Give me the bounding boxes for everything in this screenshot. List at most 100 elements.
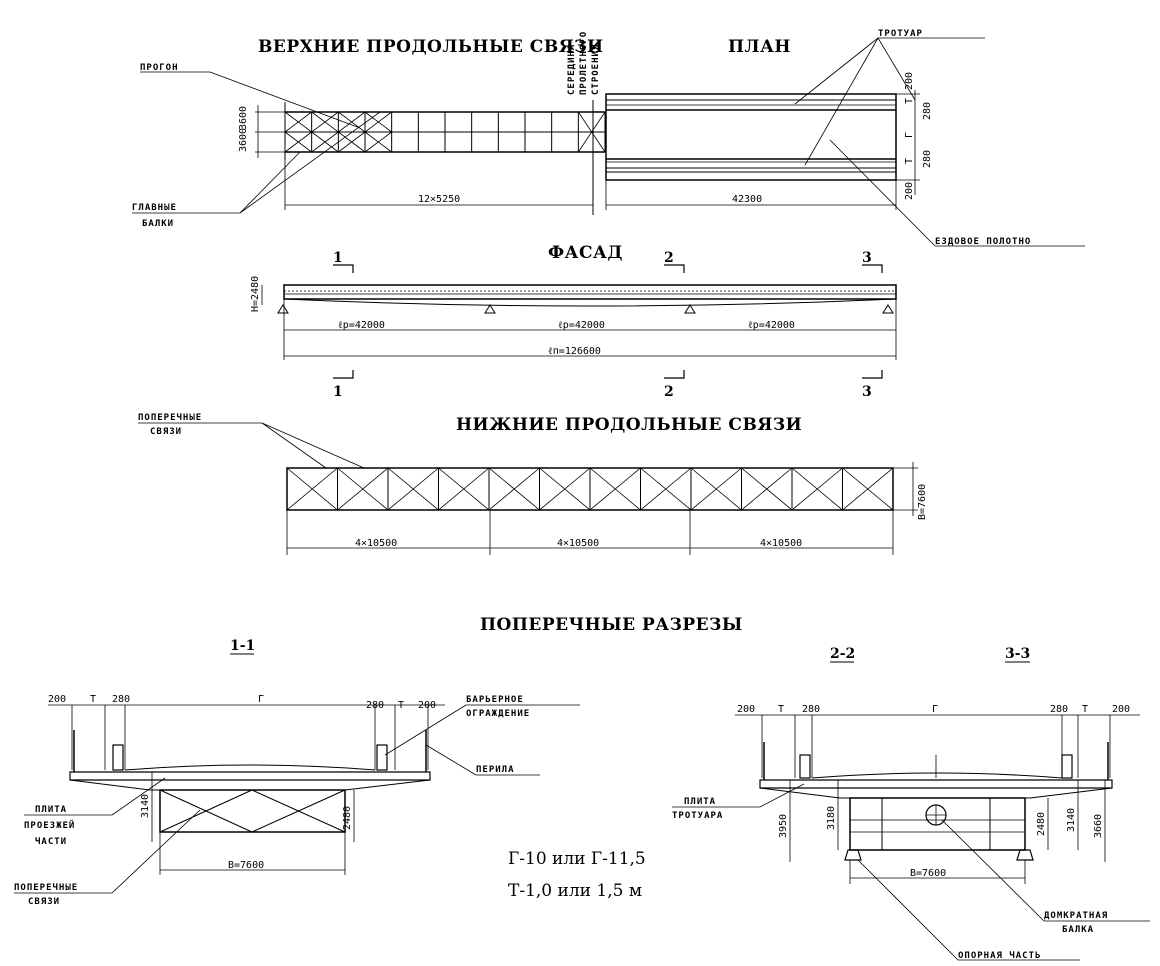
dim-r2: Т	[904, 98, 915, 104]
section-2-2-3-3: 2-2 3-3 200 Т 280 Г 280 Т 200	[672, 646, 1150, 961]
facade-view: H=2480 ℓр=42000 ℓр=42000 ℓр=42000 ℓп=126…	[250, 250, 897, 400]
sec11-label-barrier-1: БАРЬЕРНОЕ	[466, 695, 524, 705]
sec11-label-rail: ПЕРИЛА	[476, 765, 515, 775]
sec11-d3140: 3140	[140, 794, 151, 818]
facade-sec1-bot: 1	[333, 384, 343, 400]
dim-r1: 200	[904, 72, 915, 90]
bb-label-cross-1: ПОПЕРЕЧНЫЕ	[138, 413, 202, 423]
dim-span: 12×5250	[418, 194, 460, 205]
bracing-member	[842, 467, 894, 511]
bottom-bracing-plan: В=7600 4×10500 4×10500 4×10500 ПОПЕРЕЧНЫ…	[138, 413, 928, 555]
dim-left-1: 3600	[238, 106, 249, 130]
bracing-member	[741, 467, 793, 511]
bb-dim3: 4×10500	[760, 538, 802, 549]
bb-label-cross-2: СВЯЗИ	[150, 427, 182, 437]
title-cross-sections: ПОПЕРЕЧНЫЕ РАЗРЕЗЫ	[480, 615, 743, 635]
bracing-member	[284, 131, 312, 153]
sec11-label-slab-3: ЧАСТИ	[35, 837, 67, 847]
bracing-member	[337, 467, 389, 511]
section-1-1: 1-1 200 Т 280 Г 280 Т 200 3140	[14, 638, 580, 907]
title-bottom-bracing: НИЖНИЕ ПРОДОЛЬНЫЕ СВЯЗИ	[456, 415, 802, 435]
facade-span2: ℓр=42000	[558, 320, 605, 331]
title-top-bracing: ВЕРХНИЕ ПРОДОЛЬНЫЕ СВЯЗИ	[258, 37, 604, 57]
bracing-member	[284, 111, 312, 133]
sec11-dG: Г	[258, 694, 264, 705]
sec33-title: 3-3	[1005, 646, 1030, 662]
dim-r4: Г	[904, 132, 915, 138]
label-midspan-2: ПРОЛЕТНОГО	[579, 31, 589, 95]
sec11-label-slab-2: ПРОЕЗЖЕЙ	[24, 819, 75, 831]
bracing-member	[311, 131, 339, 153]
note-line2: Т-1,0 или 1,5 м	[508, 881, 642, 901]
bracing-member	[578, 111, 606, 153]
bottom-bracing-bays	[286, 467, 894, 511]
sec11-d200a: 200	[48, 694, 66, 705]
sec11-label-cross-1: ПОПЕРЕЧНЫЕ	[14, 883, 78, 893]
bracing-member	[539, 467, 591, 511]
sec11-label-cross-2: СВЯЗИ	[28, 897, 60, 907]
facade-sec2-top: 2	[664, 250, 674, 266]
sec22-d3180: 3180	[826, 806, 837, 830]
facade-total: ℓп=126600	[548, 346, 601, 357]
facade-height: H=2480	[250, 276, 261, 312]
bb-dim2: 4×10500	[557, 538, 599, 549]
label-midspan-1: СЕРЕДИНА	[567, 44, 577, 95]
bracing-member	[690, 467, 742, 511]
facade-span1: ℓр=42000	[338, 320, 385, 331]
dim-plan: 42300	[732, 194, 762, 205]
title-plan: ПЛАН	[728, 37, 791, 57]
sec22-label-slab-2: ТРОТУАРА	[672, 811, 723, 821]
sec11-d280a: 280	[112, 694, 130, 705]
bracing-member	[311, 111, 339, 133]
sec22-label-slab-1: ПЛИТА	[684, 797, 716, 807]
note-line1: Г-10 или Г-11,5	[508, 849, 646, 869]
facade-sec3-top: 3	[862, 250, 872, 266]
sec22-d200a: 200	[737, 704, 755, 715]
facade-sec3-bot: 3	[862, 384, 872, 400]
top-bracing-bays	[284, 111, 606, 153]
sec22-d2480: 2480	[1036, 812, 1047, 836]
sec22-d200b: 200	[1112, 704, 1130, 715]
sec22-d3660: 3660	[1093, 814, 1104, 838]
top-bracing-plan: СЕРЕДИНА ПРОЛЕТНОГО СТРОЕНИЯ 3600 3600 1…	[132, 31, 606, 229]
bracing-member	[387, 467, 439, 511]
sec11-d200b: 200	[418, 700, 436, 711]
label-main-beams-1: ГЛАВНЫЕ	[132, 203, 177, 213]
sec22-dG: Г	[932, 704, 938, 715]
title-facade: ФАСАД	[548, 243, 623, 263]
facade-sec2-bot: 2	[664, 384, 674, 400]
label-midspan-3: СТРОЕНИЯ	[591, 44, 601, 95]
sec22-dB: В=7600	[910, 868, 946, 879]
dim-left-2: 3600	[238, 128, 249, 152]
facade-span3: ℓр=42000	[748, 320, 795, 331]
bracing-member	[488, 467, 540, 511]
label-roadway: ЕЗДОВОЕ ПОЛОТНО	[935, 237, 1031, 247]
bracing-member	[364, 131, 392, 153]
bracing-member	[286, 467, 338, 511]
bb-dim1: 4×10500	[355, 538, 397, 549]
sec11-label-barrier-2: ОГРАЖДЕНИЕ	[466, 709, 530, 719]
dim-r3: 280	[922, 102, 933, 120]
bracing-member	[338, 131, 366, 153]
facade-sec1-top: 1	[333, 250, 343, 266]
sec11-label-slab-1: ПЛИТА	[35, 805, 67, 815]
label-main-beams-2: БАЛКИ	[142, 219, 174, 229]
sec22-dT: Т	[778, 704, 784, 715]
label-progon: ПРОГОН	[140, 63, 179, 73]
bracing-member	[438, 467, 490, 511]
bracing-member	[640, 467, 692, 511]
sec22-d3140: 3140	[1066, 808, 1077, 832]
sec11-dB: В=7600	[228, 860, 264, 871]
bracing-member	[338, 111, 366, 133]
sec22-dT2: Т	[1082, 704, 1088, 715]
sec22-title: 2-2	[830, 646, 855, 662]
sec22-d280b: 280	[1050, 704, 1068, 715]
sec22-d3950: 3950	[778, 814, 789, 838]
bracing-member	[364, 111, 392, 133]
dim-r7: 200	[904, 182, 915, 200]
label-sidewalk: ТРОТУАР	[878, 29, 923, 39]
dim-r5: 280	[922, 150, 933, 168]
sec22-label-bearing: ОПОРНАЯ ЧАСТЬ	[958, 951, 1041, 961]
